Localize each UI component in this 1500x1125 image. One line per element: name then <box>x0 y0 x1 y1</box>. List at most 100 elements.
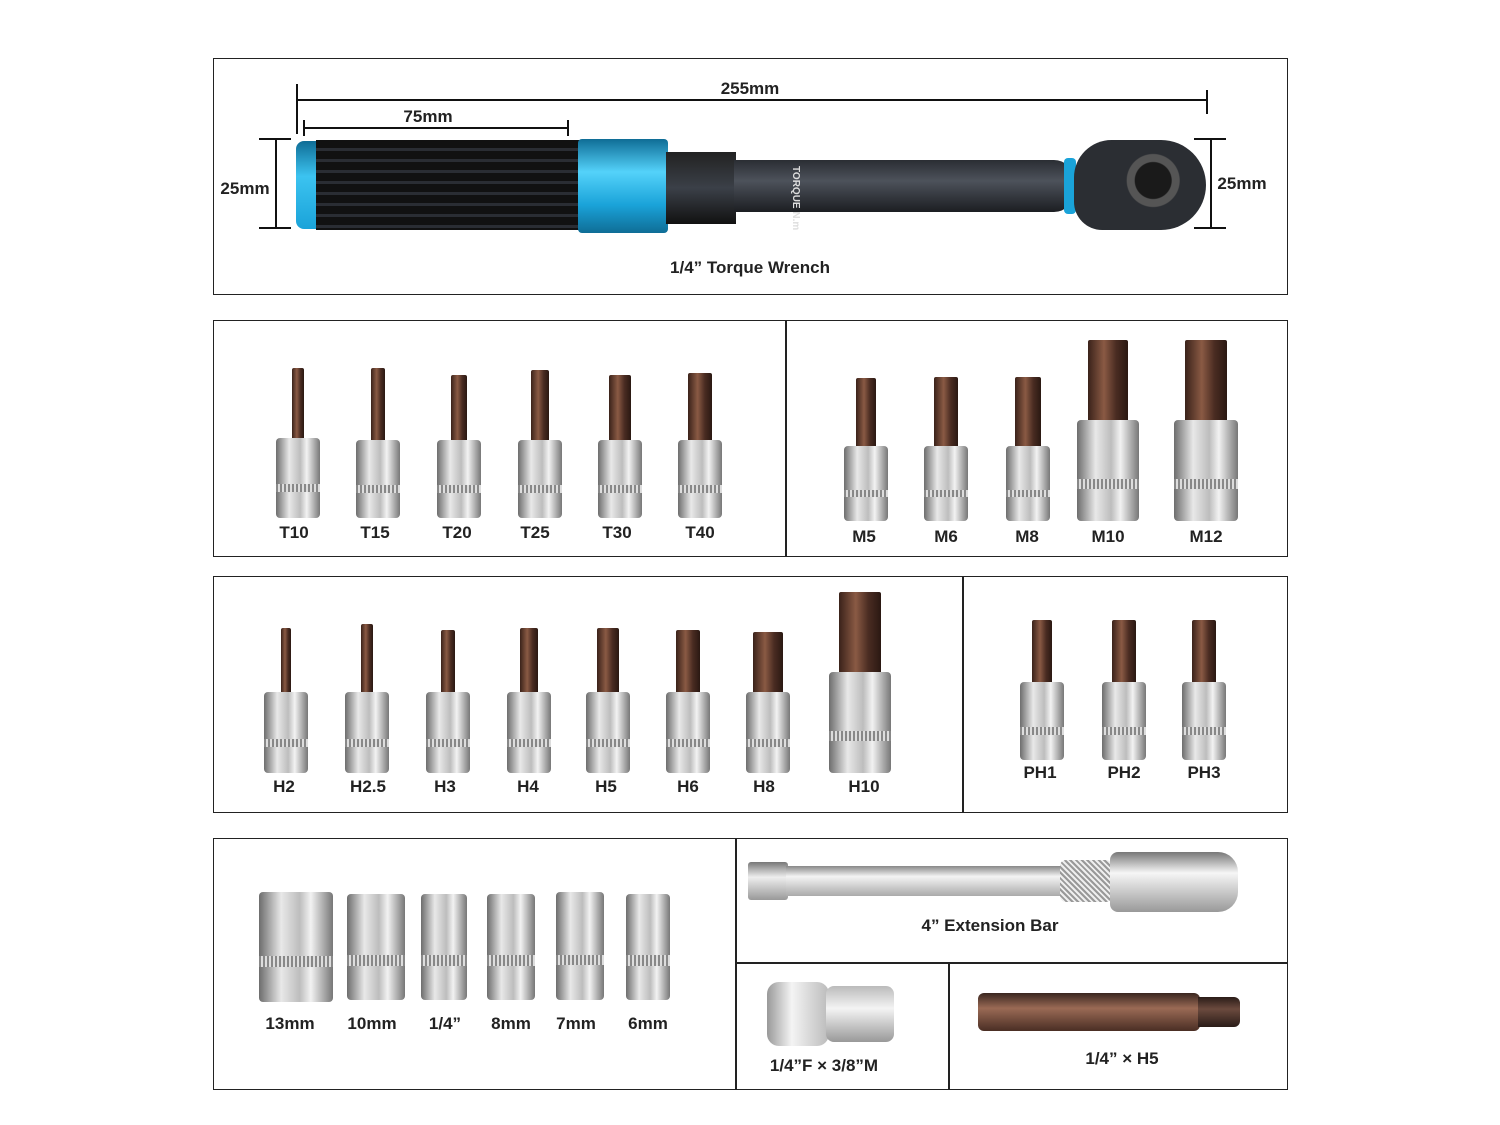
spline-bit-socket <box>1077 420 1139 521</box>
socket-label: 10mm <box>347 1014 397 1033</box>
torx-bit-label: T15 <box>360 523 390 542</box>
torx-bit-label: T10 <box>279 523 309 542</box>
hex-bit-tip <box>281 628 291 696</box>
handle-height-line <box>275 138 277 228</box>
spline-bit-label: M10 <box>1091 527 1125 546</box>
phillips-bit-socket <box>1102 682 1146 760</box>
torque-scale-label: TORQUE N.m <box>790 166 801 230</box>
socket-label: 6mm <box>628 1014 668 1033</box>
adapter-panel <box>735 962 950 1090</box>
handle-length-line <box>304 127 568 129</box>
extension-bar-panel <box>735 838 1288 964</box>
hex-bit-socket <box>586 692 630 773</box>
overall-length-line <box>297 99 1207 101</box>
hex-bit-socket <box>746 692 790 773</box>
phillips-bit-label: PH2 <box>1107 763 1141 782</box>
sockets-panel <box>213 838 737 1090</box>
torx-bit-label: T30 <box>602 523 632 542</box>
phillips-bit-label: PH1 <box>1023 763 1057 782</box>
scale-title: TORQUE <box>790 166 801 209</box>
socket-socket <box>626 894 670 1000</box>
hex-bit-panel <box>948 962 1288 1090</box>
hex-bit-label: H4 <box>517 777 539 796</box>
spline-bit-socket <box>924 446 968 521</box>
socket-label: 13mm <box>265 1014 315 1033</box>
socket-label: 1/4” <box>428 1014 462 1033</box>
socket-label: 8mm <box>491 1014 531 1033</box>
head-height-line <box>1210 138 1212 228</box>
torx-bit-label: T40 <box>685 523 715 542</box>
torx-bit-socket <box>356 440 400 518</box>
phillips-bit-tip <box>1192 620 1216 686</box>
hex-bit-label: H5 <box>595 777 617 796</box>
torx-bit-socket <box>598 440 642 518</box>
spline-bit-tip <box>1185 340 1227 424</box>
hex-bit-tip <box>520 628 538 696</box>
dim-tick <box>1194 138 1226 140</box>
socket-label: 7mm <box>556 1014 596 1033</box>
torx-bit-label: T25 <box>520 523 550 542</box>
socket-socket <box>421 894 467 1000</box>
hex-bit-socket <box>426 692 470 773</box>
dim-tick <box>296 84 298 134</box>
torx-bit-label: T20 <box>442 523 472 542</box>
torque-wrench-panel <box>213 58 1288 295</box>
spline-bit-label: M12 <box>1189 527 1223 546</box>
hex-bit-label: H6 <box>677 777 699 796</box>
spline-bit-socket <box>1006 446 1050 521</box>
spline-bit-tip <box>934 377 958 450</box>
torx-bits-panel <box>213 320 787 557</box>
spline-bit-tip <box>1088 340 1128 424</box>
adapter-caption: 1/4”F × 3/8”M <box>769 1056 879 1075</box>
extension-bar-caption: 4” Extension Bar <box>921 916 1059 935</box>
dim-tick <box>259 138 291 140</box>
extension-bar-square-end <box>748 862 788 900</box>
dim-tick <box>567 120 569 136</box>
wrench-end-cap <box>296 141 318 229</box>
phillips-bit-socket <box>1020 682 1064 760</box>
phillips-bit-tip <box>1032 620 1052 686</box>
hex-bit-tip <box>839 592 881 676</box>
hex-bit-socket <box>264 692 308 773</box>
hex-bit-label: H2.5 <box>350 777 386 796</box>
spline-bit-socket <box>1174 420 1238 521</box>
torx-bit-socket <box>437 440 481 518</box>
wrench-handle <box>316 140 580 230</box>
hex-bit-socket <box>345 692 389 773</box>
head-height-label: 25mm <box>1217 174 1267 193</box>
spline-bit-socket <box>844 446 888 521</box>
handle-length-label: 75mm <box>403 107 453 126</box>
hex-bit-tip <box>753 632 783 696</box>
spline-bit-label: M5 <box>852 527 876 546</box>
dim-tick <box>1194 227 1226 229</box>
socket-socket <box>259 892 333 1002</box>
hex-bit-tip <box>676 630 700 696</box>
hex-bit-socket <box>666 692 710 773</box>
wrench-ratchet-head <box>1074 140 1206 230</box>
wrench-ring <box>1064 158 1076 214</box>
scale-unit: N.m <box>790 211 801 231</box>
torx-bit-tip <box>292 368 304 442</box>
hex-bit-label: H2 <box>273 777 295 796</box>
socket-socket <box>556 892 604 1000</box>
hex-bit-tip <box>1198 997 1240 1027</box>
hex-bit-label: H8 <box>753 777 775 796</box>
torx-bit-socket <box>276 438 320 518</box>
hex-bit-socket <box>507 692 551 773</box>
extension-bar-knurl <box>1060 860 1112 902</box>
phillips-bit-label: PH3 <box>1187 763 1221 782</box>
hex-bit-label: H3 <box>434 777 456 796</box>
phillips-bits-panel <box>962 576 1288 813</box>
phillips-bit-socket <box>1182 682 1226 760</box>
torx-bit-tip <box>609 375 631 444</box>
torx-bit-tip <box>451 375 467 444</box>
spline-bit-tip <box>856 378 876 450</box>
hex-bit-tip <box>597 628 619 696</box>
hex-bit-socket <box>829 672 891 773</box>
phillips-bit-tip <box>1112 620 1136 686</box>
torque-wrench-caption: 1/4” Torque Wrench <box>670 258 830 277</box>
dim-tick <box>303 120 305 136</box>
wrench-shaft <box>734 160 1074 212</box>
dim-tick <box>259 227 291 229</box>
